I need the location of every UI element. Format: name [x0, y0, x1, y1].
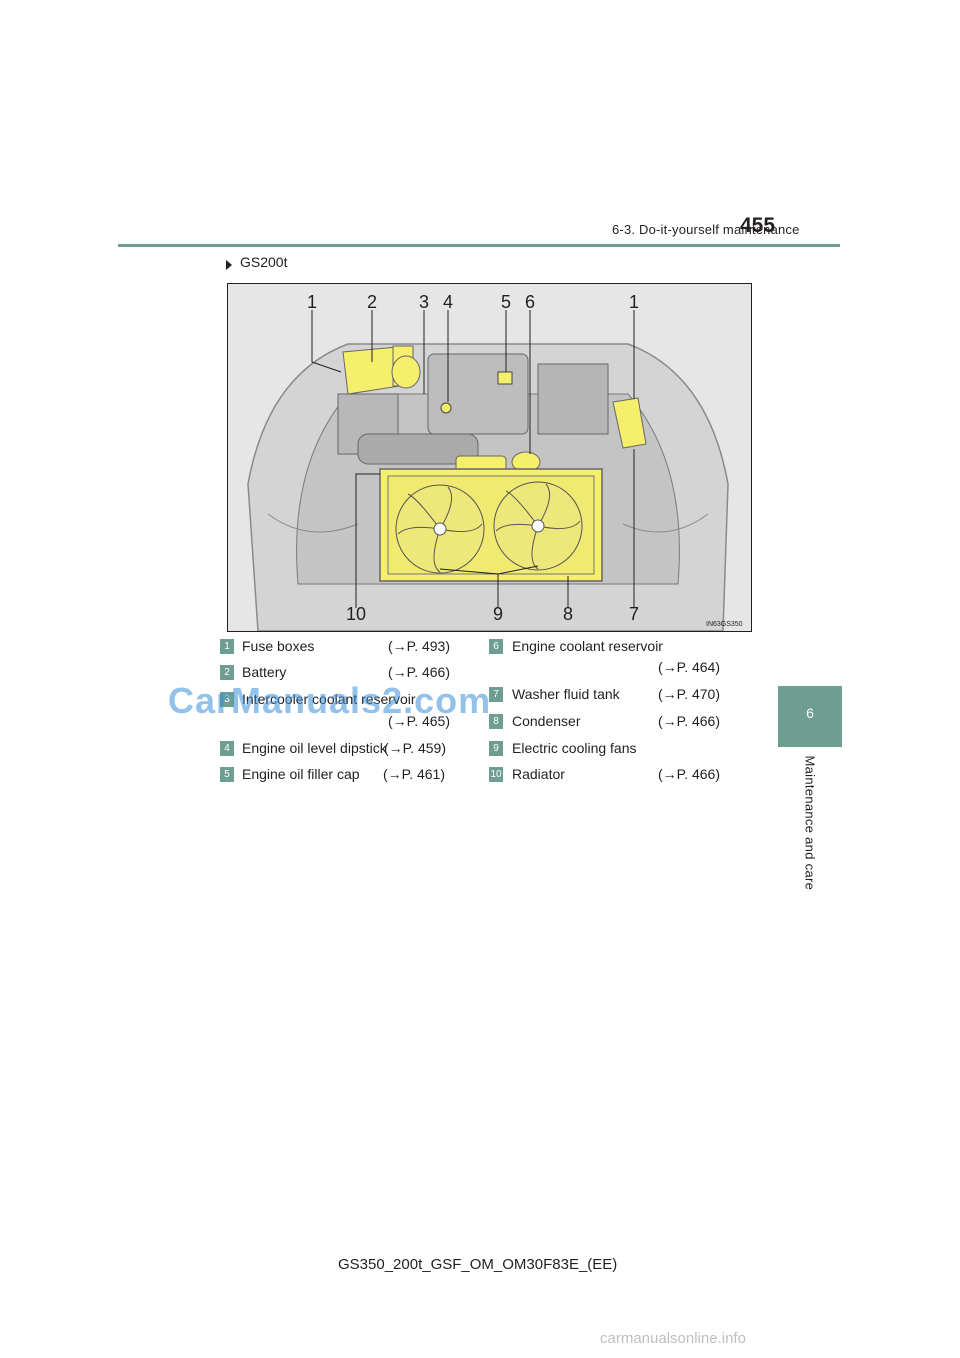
engine-illustration: 1 2 3 4 5 6 1 10 9 8 7 IN63GS350: [228, 284, 751, 631]
chapter-label-wrap: Maintenance and care: [800, 755, 820, 938]
triangle-bullet-icon: [226, 260, 232, 270]
legend-label: Engine coolant reservoir: [512, 638, 663, 654]
legend-label: Engine oil filler cap: [242, 766, 360, 782]
legend-num: 8: [489, 714, 503, 729]
callout-6: 6: [525, 292, 535, 312]
legend-num: 9: [489, 741, 503, 756]
callout-5: 5: [501, 292, 511, 312]
legend-ref: (→P. 466): [658, 766, 720, 782]
legend-ref: (→P. 459): [384, 740, 446, 756]
legend-num: 10: [489, 767, 503, 782]
legend-label: Battery: [242, 664, 287, 680]
legend-label: Radiator: [512, 766, 565, 782]
legend-label: Washer fluid tank: [512, 686, 620, 702]
legend-ref: (→P. 464): [658, 659, 720, 675]
legend-num: 4: [220, 741, 234, 756]
callout-2: 2: [367, 292, 377, 312]
legend-label: Electric cooling fans: [512, 740, 637, 756]
legend-label: Condenser: [512, 713, 581, 729]
chapter-number: 6: [806, 705, 814, 721]
bottom-watermark: carmanualsonline.info: [600, 1330, 746, 1347]
callout-3: 3: [419, 292, 429, 312]
legend-ref: (→P. 493): [388, 638, 450, 654]
legend-ref: (→P. 466): [658, 713, 720, 729]
chapter-label: Maintenance and care: [802, 755, 818, 891]
legend-ref: (→P. 461): [383, 766, 445, 782]
legend-num: 7: [489, 687, 503, 702]
legend-num: 5: [220, 767, 234, 782]
callout-1-top: 1: [307, 292, 317, 312]
image-code: IN63GS350: [706, 621, 743, 628]
callout-10: 10: [346, 604, 366, 624]
callout-9: 9: [493, 604, 503, 624]
model-heading: GS200t: [240, 254, 288, 270]
chapter-tab: 6: [778, 686, 842, 747]
callout-8: 8: [563, 604, 573, 624]
legend-label: Fuse boxes: [242, 638, 315, 654]
header-rule: [118, 244, 840, 247]
manual-code-footer: GS350_200t_GSF_OM_OM30F83E_(EE): [338, 1256, 618, 1273]
callout-4: 4: [443, 292, 453, 312]
legend-label: Engine oil level dipstick: [242, 740, 387, 756]
section-title: 6-3. Do-it-yourself maintenance: [612, 222, 800, 237]
engine-compartment-figure: 1 2 3 4 5 6 1 10 9 8 7 IN63GS350: [227, 283, 752, 632]
page-header: 6-3. Do-it-yourself maintenance 455: [0, 0, 960, 260]
legend-ref: (→P. 470): [658, 686, 720, 702]
legend-num: 1: [220, 639, 234, 654]
legend-ref: (→P. 466): [388, 664, 450, 680]
callout-7: 7: [629, 604, 639, 624]
legend-ref: (→P. 465): [388, 713, 450, 729]
legend-num: 3: [220, 692, 234, 707]
legend-num: 6: [489, 639, 503, 654]
page-number: 455: [740, 214, 776, 237]
legend-label: Intercooler coolant reservoir: [242, 691, 416, 707]
legend-num: 2: [220, 665, 234, 680]
callout-1-right: 1: [629, 292, 639, 312]
site-watermark: CarManuals2.com: [168, 680, 492, 721]
